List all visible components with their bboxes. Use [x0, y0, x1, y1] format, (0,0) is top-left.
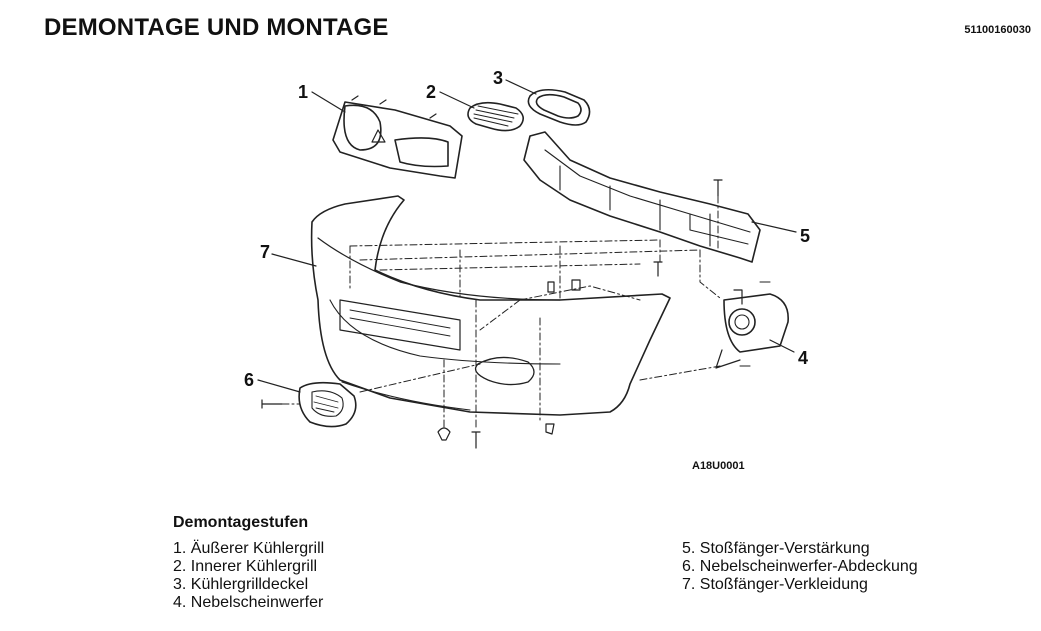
step-item: 3. Kühlergrilldeckel	[173, 576, 309, 593]
figure-id: A18U0001	[692, 460, 745, 472]
callout-6: 6	[244, 370, 254, 390]
callout-1: 1	[298, 82, 308, 102]
page-title: DEMONTAGE UND MONTAGE	[44, 14, 389, 41]
assembly-lines	[281, 195, 721, 431]
callout-7: 7	[260, 242, 270, 262]
step-item: 7. Stoßfänger-Verkleidung	[682, 576, 868, 593]
steps-list-right: 5. Stoßfänger-Verstärkung 6. Nebelschein…	[682, 540, 918, 594]
steps-list-left: 1. Äußerer Kühlergrill 2. Innerer Kühler…	[173, 540, 324, 612]
step-item: 2. Innerer Kühlergrill	[173, 558, 318, 575]
callout-2: 2	[426, 82, 436, 102]
grille-cover-part	[527, 88, 591, 126]
step-item: 6. Nebelscheinwerfer-Abdeckung	[682, 558, 918, 575]
fog-lamp-part	[715, 281, 789, 369]
bumper-reinforcement-part	[523, 131, 761, 263]
fog-lamp-cover-part	[298, 381, 357, 428]
callout-5: 5	[800, 226, 810, 246]
step-item: 1. Äußerer Kühlergrill	[173, 540, 325, 557]
callout-3: 3	[493, 68, 503, 88]
bumper-cover-part	[310, 195, 671, 416]
step-item: 4. Nebelscheinwerfer	[173, 594, 324, 611]
outer-grille-part	[332, 95, 463, 179]
steps-heading: Demontagestufen	[173, 514, 309, 531]
fasteners	[261, 179, 723, 449]
callout-4: 4	[798, 348, 808, 368]
document-number: 51100160030	[964, 24, 1031, 36]
step-item: 5. Stoßfänger-Verstärkung	[682, 540, 870, 557]
inner-grille-part	[467, 101, 524, 132]
leader-lines	[257, 79, 797, 393]
exploded-view-diagram: 1 2 3 4 5 6 7 A18U0001	[244, 68, 810, 472]
